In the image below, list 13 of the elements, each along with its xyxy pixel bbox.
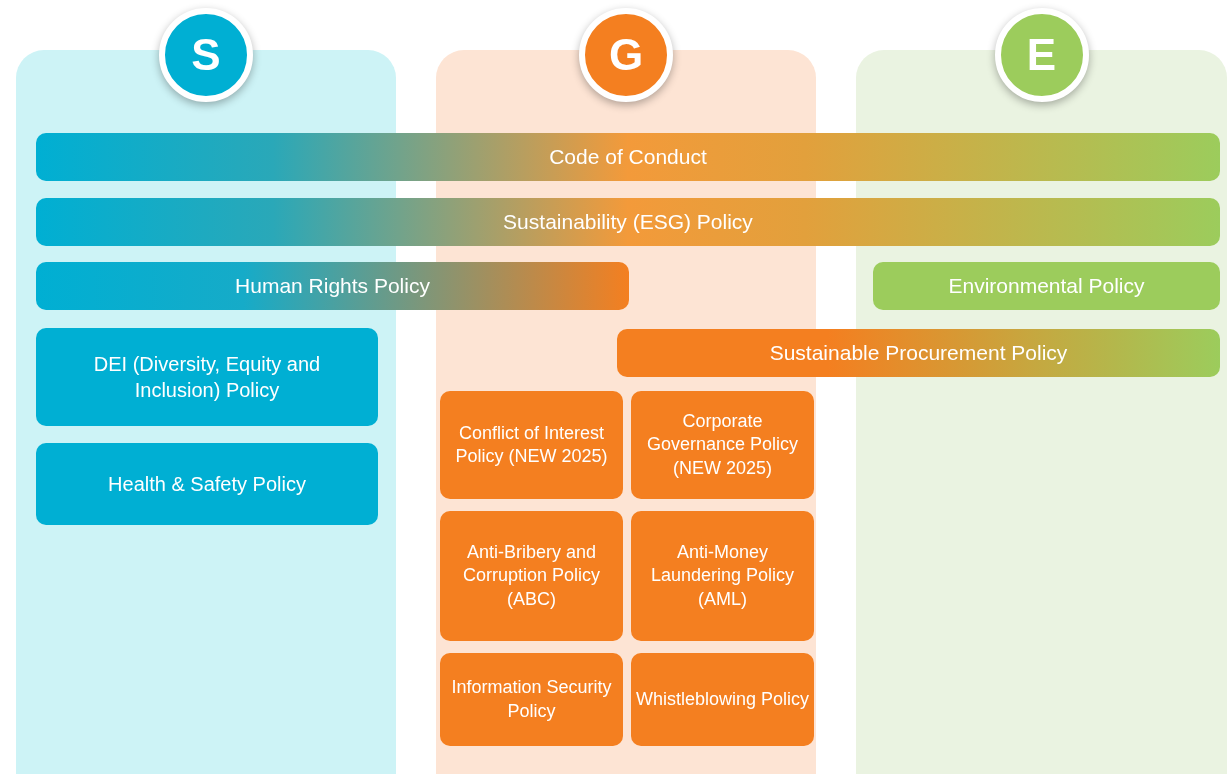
policy-box: Health & Safety Policy	[36, 443, 378, 525]
policy-bar: Human Rights Policy	[36, 262, 629, 310]
policy-bar: Environmental Policy	[873, 262, 1220, 310]
policy-box: Conflict of Interest Policy (NEW 2025)	[440, 391, 623, 499]
policy-box: Whistleblowing Policy	[631, 653, 814, 746]
policy-bar: Code of Conduct	[36, 133, 1220, 181]
policy-bar: Sustainable Procurement Policy	[617, 329, 1220, 377]
policy-box: Information Security Policy	[440, 653, 623, 746]
policy-box: Anti-Bribery and Corruption Policy (ABC)	[440, 511, 623, 641]
policy-box: Anti-Money Laundering Policy (AML)	[631, 511, 814, 641]
policy-bar: Sustainability (ESG) Policy	[36, 198, 1220, 246]
policy-box: Corporate Governance Policy (NEW 2025)	[631, 391, 814, 499]
policy-box: DEI (Diversity, Equity and Inclusion) Policy	[36, 328, 378, 426]
